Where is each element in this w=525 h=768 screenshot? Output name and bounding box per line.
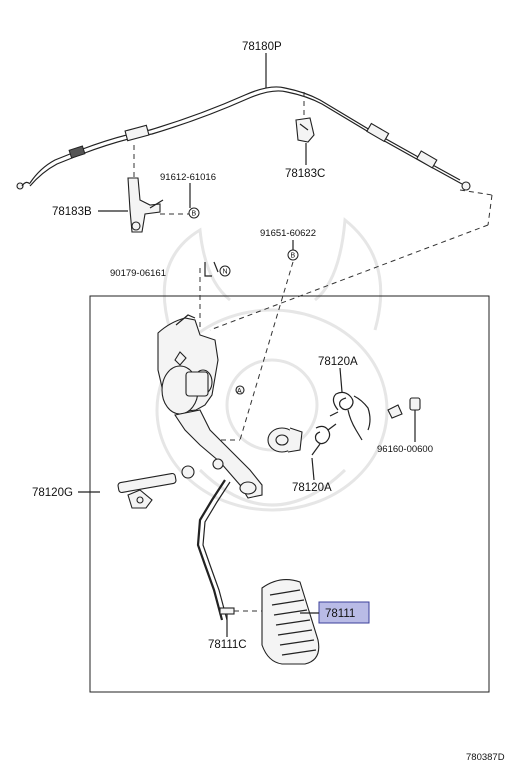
label-90179-06161[interactable]: 90179-06161 <box>110 268 166 279</box>
svg-text:A: A <box>237 388 242 395</box>
accelerator-cable <box>16 86 471 191</box>
label-78120G[interactable]: 78120G <box>32 487 73 499</box>
label-78111C[interactable]: 78111C <box>208 639 247 651</box>
marker-n: N <box>219 265 231 277</box>
spring-78120A-bottom <box>311 423 337 456</box>
label-91612-61016[interactable]: 91612-61016 <box>160 172 216 183</box>
label-78183B[interactable]: 78183B <box>52 206 92 218</box>
cable-bracket-78183B <box>127 177 164 233</box>
label-78120A-top[interactable]: 78120A <box>318 356 358 368</box>
diagram-code: 780387D <box>466 752 505 763</box>
label-91651-60622[interactable]: 91651-60622 <box>260 228 316 239</box>
marker-b-2: B <box>287 249 299 261</box>
spacer-78111C <box>219 607 262 615</box>
bushing-and-hardware <box>267 397 421 453</box>
label-78180P[interactable]: 78180P <box>242 41 282 53</box>
label-96160-00600[interactable]: 96160-00600 <box>377 444 433 455</box>
marker-b-1: B <box>188 207 200 219</box>
label-78111[interactable]: 78111 <box>325 608 355 620</box>
svg-text:B: B <box>192 211 197 218</box>
cable-clamp-78183C <box>295 117 315 143</box>
spring-78120A-top <box>329 391 371 441</box>
nut-90179 <box>204 261 219 277</box>
svg-text:N: N <box>223 269 228 276</box>
label-78183C[interactable]: 78183C <box>285 168 325 180</box>
watermark-crest <box>155 217 389 512</box>
assembly-box <box>89 295 490 693</box>
dashed-leaders <box>133 92 493 441</box>
bolt-78120G <box>117 458 224 509</box>
label-78120A-bottom[interactable]: 78120A <box>292 482 332 494</box>
svg-text:B: B <box>291 253 296 260</box>
pedal-pad <box>261 579 320 665</box>
pedal-arm <box>196 479 231 621</box>
pedal-bracket-assembly: A <box>157 314 263 499</box>
